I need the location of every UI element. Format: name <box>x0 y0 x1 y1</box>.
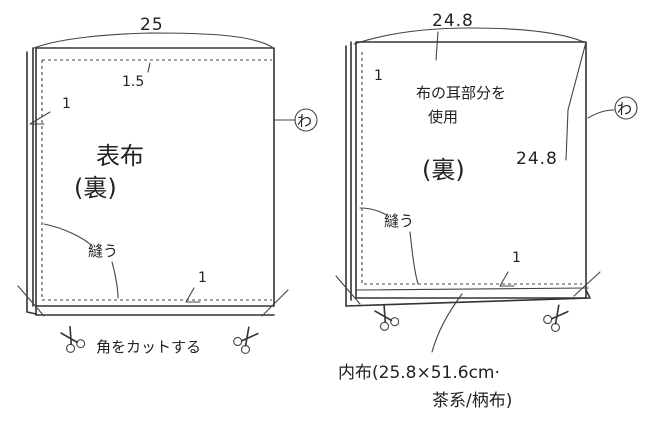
left-seam-side-pointer <box>29 111 51 125</box>
right-fold-circle <box>614 96 638 120</box>
right-sew-pointer-top <box>359 207 389 217</box>
left-fabric-outline <box>35 47 275 307</box>
left-panel: 25 1.5 1 1 わ 表布 (裏) 縫う <box>17 15 318 356</box>
right-fold-pointer <box>587 109 615 119</box>
left-fabric-bottom-layer <box>35 305 275 316</box>
right-fabric-outline <box>355 41 587 299</box>
right-title: (裏) <box>422 156 465 184</box>
left-sew-label: 縫う <box>88 242 118 260</box>
left-seam-bottom-label: 1 <box>198 270 207 286</box>
left-seam-top-pointer <box>147 62 151 73</box>
left-width-dimension <box>33 32 273 49</box>
right-cut-line-left <box>335 275 361 305</box>
right-fabric-bottom-layer <box>345 289 591 307</box>
left-sew-pointer-bottom <box>111 261 119 299</box>
left-width-label: 25 <box>140 15 164 35</box>
right-height-label: 24.8 <box>516 149 558 169</box>
right-lining-line2: 茶系/柄布) <box>432 391 512 411</box>
left-fabric-back-edge <box>26 51 37 315</box>
right-lining-pointer <box>431 293 463 353</box>
left-cut-line-right <box>261 289 289 317</box>
right-selvage-line1: 布の耳部分を <box>416 84 506 102</box>
right-sew-pointer-bottom <box>409 231 419 285</box>
left-seam-side-bottom <box>41 60 272 301</box>
left-cut-corners-label: 角をカットする <box>96 338 201 356</box>
right-seam-side-label: 1 <box>374 68 383 84</box>
scissors-icon <box>60 325 86 353</box>
right-cut-line-right <box>573 271 601 297</box>
left-fold-mark: わ <box>297 112 312 130</box>
left-sew-pointer-top <box>43 223 93 247</box>
right-lining-line1: 内布(25.8×51.6cm· <box>338 363 500 383</box>
right-seam-bottom-label: 1 <box>512 250 521 266</box>
scissors-icon <box>374 303 400 331</box>
left-title-line1: 表布 <box>96 142 144 170</box>
right-width-pointer <box>435 31 439 61</box>
right-sew-label: 縫う <box>384 212 414 230</box>
scissors-icon <box>233 326 259 354</box>
right-seam-line <box>361 52 582 285</box>
scissors-icon <box>543 304 569 332</box>
right-fold-mark: わ <box>617 100 632 118</box>
right-width-dimension <box>353 27 585 45</box>
right-seam-bottom-pointer <box>499 271 515 287</box>
left-title-line2: (裏) <box>74 174 117 202</box>
right-fold-crease <box>565 41 587 161</box>
right-seam-bottom-edge <box>355 287 589 291</box>
right-panel: 24.8 1 1 わ 布の耳部分を 使用 24.8 (裏) 縫う <box>335 11 638 411</box>
left-seam-bottom-pointer <box>185 287 201 303</box>
left-cut-line-left <box>17 285 45 317</box>
left-seam-side-label: 1 <box>62 96 71 112</box>
right-selvage-line2: 使用 <box>428 108 458 126</box>
right-width-label: 24.8 <box>432 11 474 31</box>
left-seam-top-label: 1.5 <box>122 74 144 90</box>
